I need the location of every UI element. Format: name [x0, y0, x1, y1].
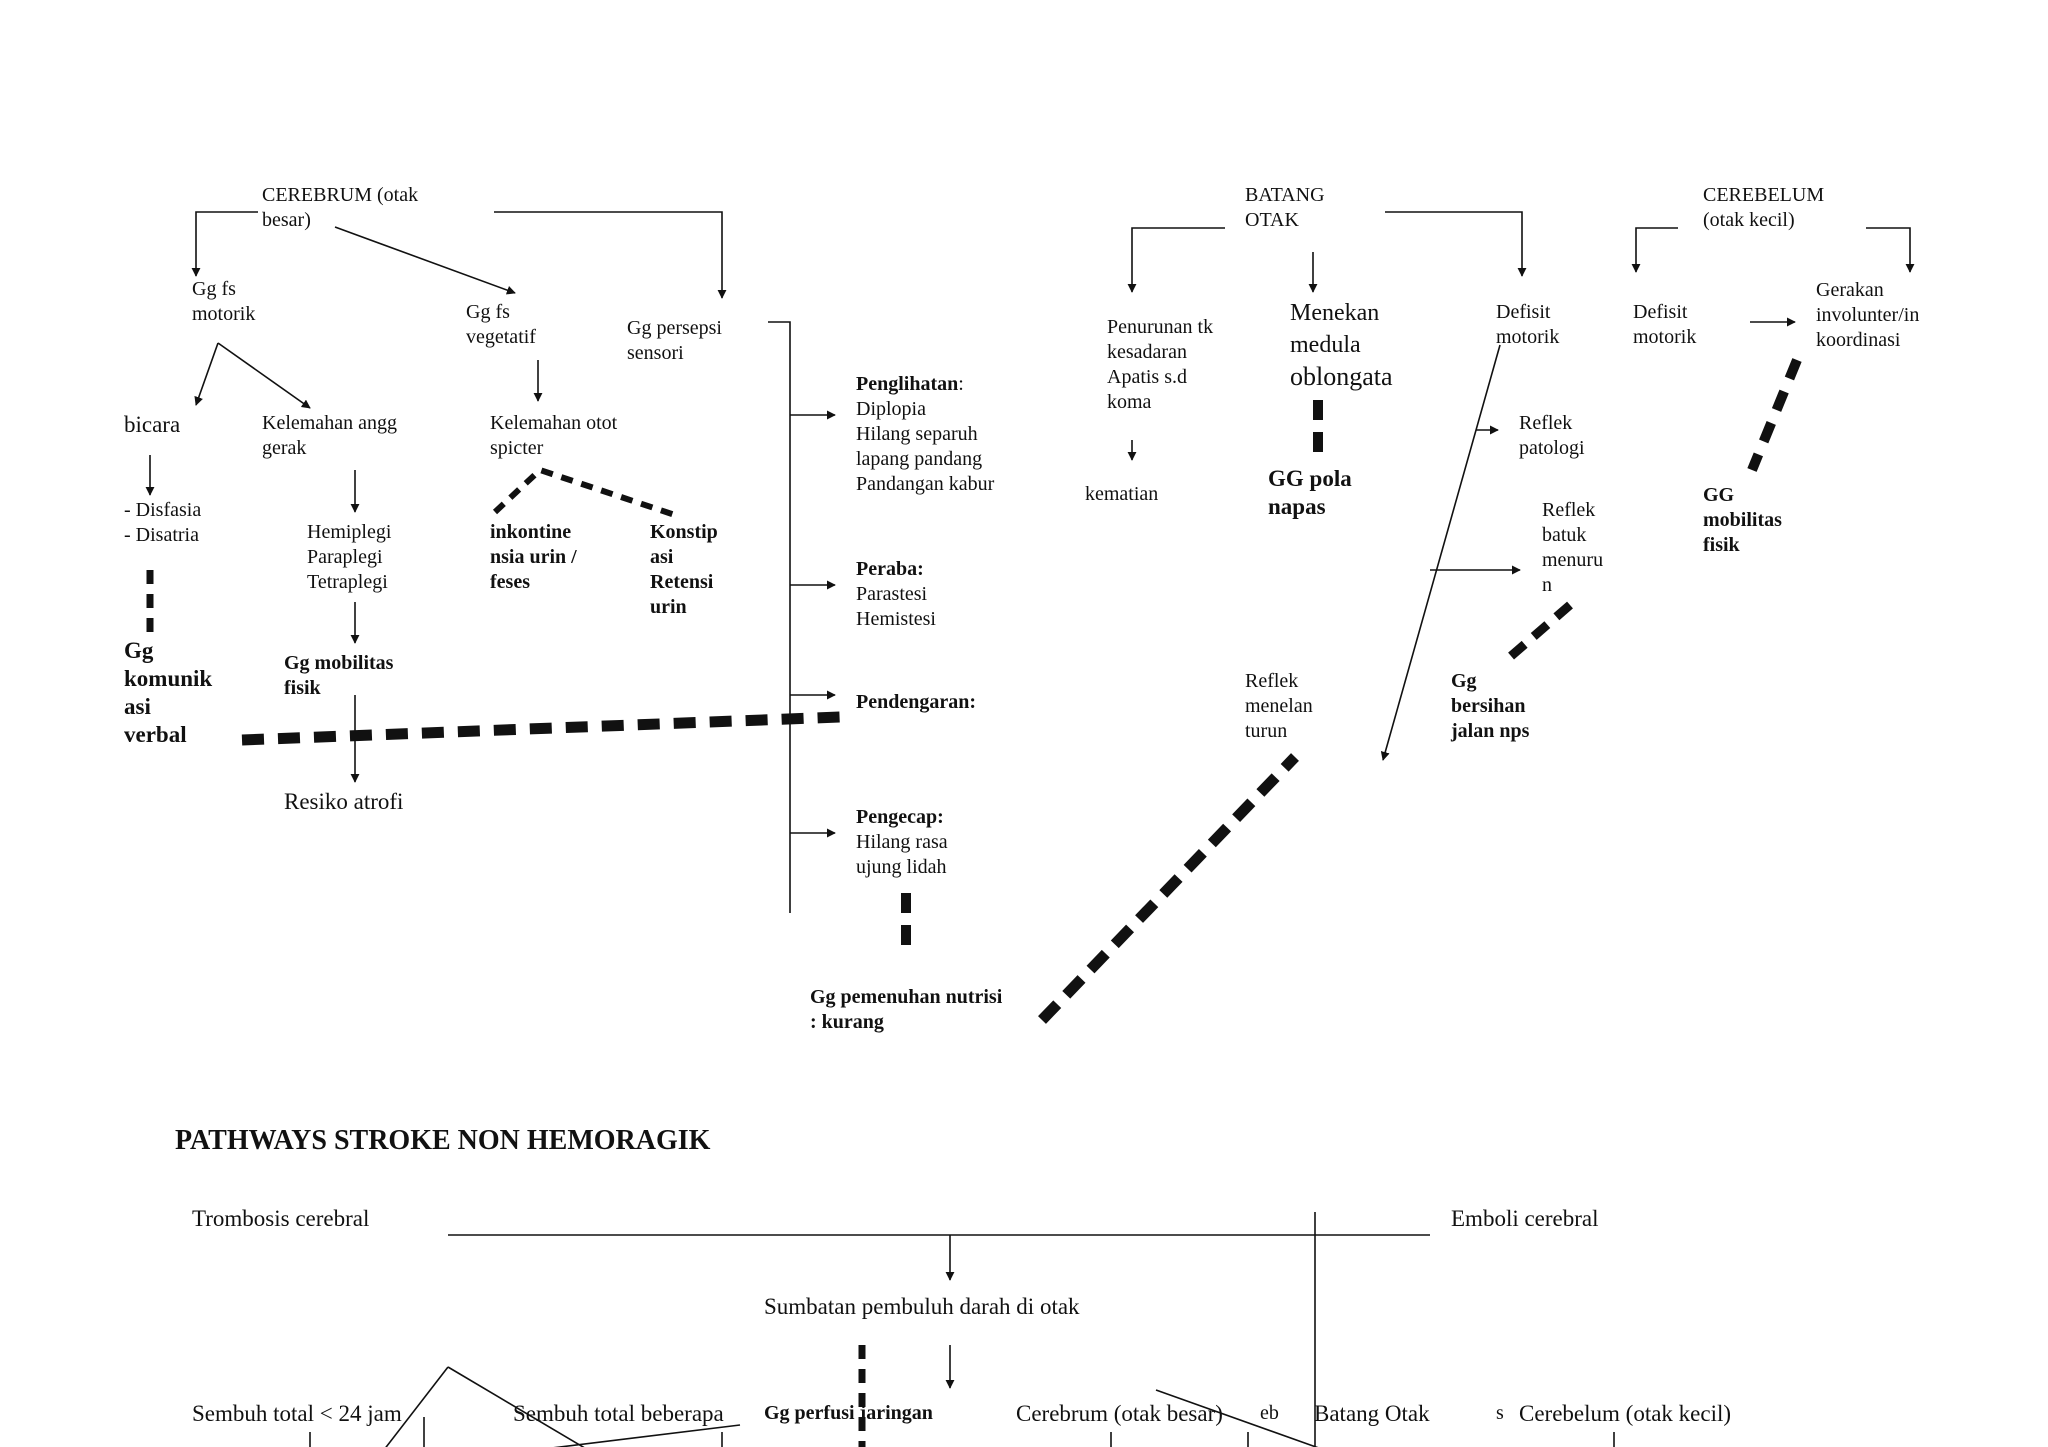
- penglihatan-heading: Penglihatan: [856, 373, 959, 395]
- page-title: PATHWAYS STROKE NON HEMORAGIK: [175, 1125, 711, 1156]
- node-gg-bersihan: Gg bersihan jalan nps: [1451, 670, 1530, 742]
- line-branch-left: [385, 1366, 449, 1447]
- node-gg-mobilitas-cerebelum: GG mobilitas fisik: [1703, 484, 1782, 556]
- node-refleks-menelan: Reflek menelan turun: [1245, 670, 1313, 742]
- line-cross-right: [1155, 1389, 1319, 1447]
- node-gg-perfusi: Gg perfusi jaringan: [764, 1402, 933, 1424]
- node-sembuh-beberapa: Sembuh total beberapa: [513, 1401, 724, 1426]
- arrow-motorik-kelemahan: [217, 342, 311, 409]
- persepsi-bracket: [768, 321, 791, 913]
- node-defisit-motorik-cerebelum: Defisit motorik: [1633, 301, 1697, 348]
- node-menekan-medula: Menekan medula oblongata: [1290, 297, 1393, 394]
- node-cerebelum: CEREBELUM (otak kecil): [1703, 184, 1825, 231]
- node-batang-otak: BATANG OTAK: [1245, 184, 1325, 231]
- pengecap-heading: Pengecap:: [856, 806, 944, 828]
- node-cerebelum-bottom: Cerebelum (otak kecil): [1519, 1401, 1732, 1426]
- peraba-heading: Peraba:: [856, 558, 924, 580]
- node-defisit-motorik-batang: Defisit motorik: [1496, 301, 1560, 348]
- arrow-defisit-menelan: [1380, 344, 1501, 761]
- dash-komunikasi-pendengaran: [241, 711, 841, 746]
- line-cross-left: [553, 1424, 741, 1447]
- node-inkontinensia: inkontine nsia urin / feses: [490, 521, 577, 593]
- arrow-batang-defisit: [1385, 211, 1527, 277]
- node-trombosis: Trombosis cerebral: [192, 1206, 370, 1231]
- arrow-cerebrum-vegetatif: [334, 226, 516, 295]
- node-kelemahan-otot: Kelemahan otot spicter: [490, 412, 618, 459]
- node-gg-komunikasi: Gg komunik asi verbal: [124, 638, 213, 747]
- node-bicara: bicara: [124, 412, 181, 437]
- node-emboli: Emboli cerebral: [1451, 1206, 1599, 1231]
- node-pengecap: Pengecap: Hilang rasa ujung lidah: [856, 805, 948, 880]
- node-gg-persepsi: Gg persepsi sensori: [627, 317, 722, 364]
- node-cerebrum: CEREBRUM (otak besar): [262, 184, 419, 231]
- arrow-cerebelum-defisit: [1631, 227, 1678, 273]
- node-refleks-batuk: Reflek batuk menuru n: [1542, 499, 1604, 596]
- node-gg-fs-motorik: Gg fs motorik: [192, 278, 256, 325]
- arrow-motorik-bicara: [194, 342, 219, 406]
- node-sumbatan: Sumbatan pembuluh darah di otak: [764, 1294, 1080, 1319]
- node-resiko-atrofi: Resiko atrofi: [284, 789, 404, 814]
- node-pendengaran: Pendengaran:: [856, 691, 976, 713]
- node-gg-pola-napas: GG pola napas: [1268, 466, 1352, 519]
- node-partial-s: s: [1496, 1402, 1504, 1424]
- arrow-batang-penurunan: [1127, 227, 1225, 293]
- dash-nutrisi-menelan: [1038, 753, 1299, 1024]
- node-kematian: kematian: [1085, 483, 1159, 505]
- dash-otot-inkontinensia-konstipasi: [492, 466, 676, 518]
- arrow-cerebelum-gerakan: [1866, 227, 1915, 273]
- node-hemiplegi: Hemiplegi Paraplegi Tetraplegi: [307, 521, 392, 593]
- node-gg-nutrisi: Gg pemenuhan nutrisi : kurang: [810, 986, 1003, 1033]
- arrow-cerebrum-motorik: [191, 211, 258, 277]
- oblongata-text: oblongata: [1290, 362, 1393, 391]
- node-disfasia: - Disfasia - Disatria: [124, 499, 202, 546]
- arrow-cerebrum-persepsi: [494, 211, 727, 299]
- node-peraba: Peraba: Parastesi Hemistesi: [856, 557, 936, 632]
- penglihatan-colon: :: [958, 373, 964, 395]
- dash-gerakan-mobilitas: [1747, 358, 1802, 472]
- node-cerebrum-bottom: Cerebrum (otak besar): [1016, 1401, 1223, 1426]
- node-gg-mobilitas: Gg mobilitas fisik: [284, 652, 394, 699]
- peraba-detail: Parastesi Hemistesi: [856, 583, 936, 630]
- node-refleks-patologi: Reflek patologi: [1519, 412, 1585, 459]
- node-penglihatan: Penglihatan: Diplopia Hilang separuh lap…: [856, 372, 994, 497]
- node-partial-eb: eb: [1260, 1402, 1279, 1424]
- penglihatan-detail: Diplopia Hilang separuh lapang pandang P…: [856, 398, 995, 495]
- node-batang-otak-bottom: Batang Otak: [1314, 1401, 1430, 1426]
- node-sembuh-24: Sembuh total < 24 jam: [192, 1401, 402, 1426]
- pengecap-detail: Hilang rasa ujung lidah: [856, 831, 948, 878]
- node-gerakan-involunter: Gerakan involunter/in koordinasi: [1816, 279, 1920, 351]
- node-kelemahan-angg: Kelemahan angg gerak: [262, 412, 397, 459]
- node-penurunan: Penurunan tk kesadaran Apatis s.d koma: [1107, 316, 1214, 413]
- dash-batuk-bersihan: [1507, 601, 1573, 661]
- node-konstipasi: Konstip asi Retensi urin: [650, 521, 718, 618]
- node-gg-fs-vegetatif: Gg fs vegetatif: [466, 301, 536, 348]
- menekan-medula-text: Menekan medula: [1290, 300, 1380, 358]
